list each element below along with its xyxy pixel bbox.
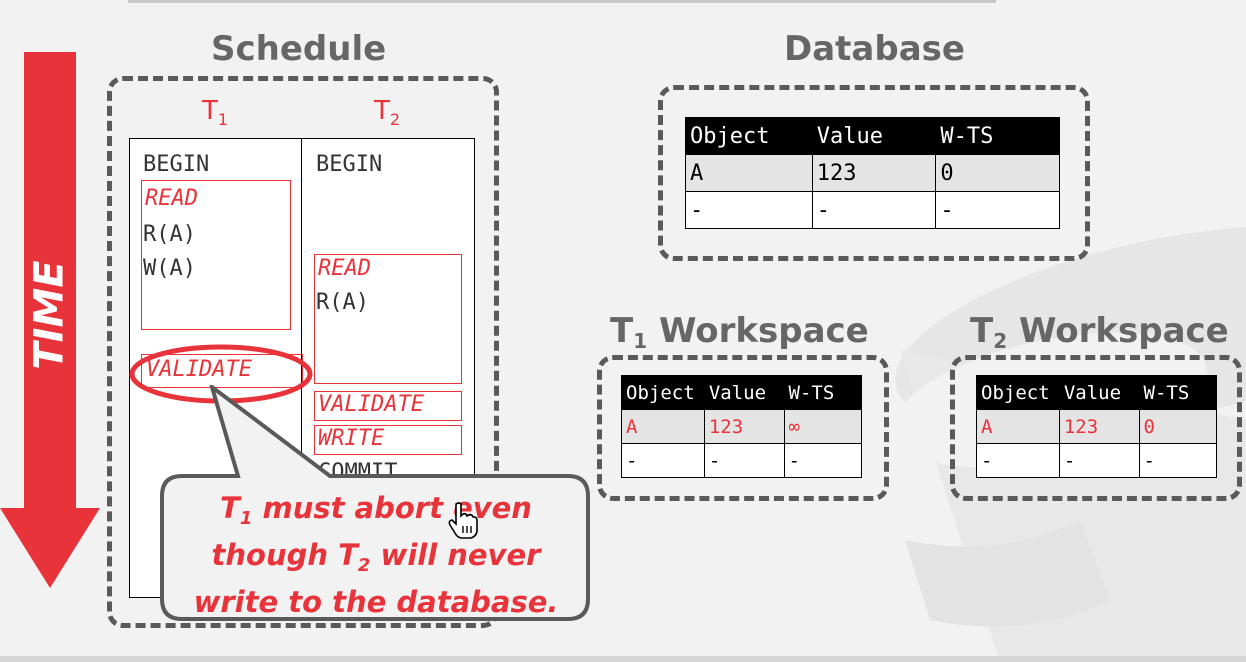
t2-validate-phase-label: VALIDATE (318, 392, 424, 417)
table-row: - - - (976, 443, 1218, 478)
t2-write-phase-label: WRITE (318, 426, 385, 451)
t1-validate-phase-label: VALIDATE (146, 357, 252, 382)
table-cell: 123 (811, 154, 937, 192)
t1-read-phase-box (141, 180, 291, 330)
table-header-row: Object Value W-TS (976, 375, 1218, 410)
column-header: Object (685, 117, 813, 155)
t1-workspace-table: Object Value W-TS A 123 ∞ - - - (621, 375, 863, 478)
t1-validate-phase-box (141, 354, 303, 388)
callout-line-1: T1 must abort even (220, 491, 532, 529)
footer-band (0, 656, 1246, 662)
time-arrow-icon (0, 52, 100, 588)
table-cell: - (1138, 443, 1218, 478)
callout-bubble (160, 385, 590, 621)
column-header: W-TS (935, 117, 1060, 155)
column-header: Object (621, 375, 705, 410)
table-cell: ∞ (783, 409, 863, 444)
t1-workspace-frame (597, 355, 889, 501)
t1-workspace-title: T1 Workspace (610, 311, 869, 353)
table-row: - - - (685, 191, 1060, 229)
column-header: Value (703, 375, 785, 410)
t1-read-phase-label: READ (145, 186, 198, 211)
t2-op-read-a: R(A) (316, 290, 369, 315)
column-header: Object (976, 375, 1060, 410)
database-title: Database (784, 29, 965, 69)
t2-read-phase-box (314, 254, 462, 384)
table-cell: - (1058, 443, 1140, 478)
table-row: A 123 ∞ (621, 409, 863, 444)
t1-op-write-a: W(A) (143, 256, 196, 281)
table-cell: A (976, 409, 1060, 444)
table-cell: 123 (1058, 409, 1140, 444)
column-header: W-TS (783, 375, 863, 410)
table-cell: 123 (703, 409, 785, 444)
top-divider (128, 0, 996, 3)
table-row: A 123 0 (976, 409, 1218, 444)
schedule-column-divider (301, 138, 302, 598)
table-row: - - - (621, 443, 863, 478)
table-cell: - (783, 443, 863, 478)
database-frame (658, 85, 1090, 261)
table-cell: - (703, 443, 785, 478)
table-cell: A (685, 154, 813, 192)
table-header-row: Object Value W-TS (685, 117, 1060, 155)
schedule-title: Schedule (211, 29, 387, 69)
table-row: A 123 0 (685, 154, 1060, 192)
callout-line-2: though T2 will never (211, 538, 541, 576)
hand-pointer-icon (448, 502, 478, 539)
column-header: Value (1058, 375, 1140, 410)
table-cell: - (976, 443, 1060, 478)
t2-begin: BEGIN (316, 152, 383, 177)
table-cell: - (811, 191, 937, 229)
schedule-frame (107, 76, 499, 628)
column-header: W-TS (1138, 375, 1218, 410)
callout-text: T1 must abort even though T2 will never … (166, 490, 586, 620)
t2-workspace-title: T2 Workspace (970, 311, 1229, 353)
t1-begin: BEGIN (143, 152, 210, 177)
table-cell: 0 (935, 154, 1060, 192)
table-cell: - (621, 443, 705, 478)
t2-write-phase-box (314, 425, 462, 455)
table-cell: A (621, 409, 705, 444)
database-table: Object Value W-TS A 123 0 - - - (685, 117, 1060, 229)
table-cell: - (935, 191, 1060, 229)
t2-header: T2 (374, 96, 401, 130)
callout-line-3: write to the database. (193, 585, 559, 619)
t1-header: T1 (202, 96, 229, 130)
t2-workspace-frame (950, 355, 1242, 501)
t1-op-read-a: R(A) (143, 222, 196, 247)
table-header-row: Object Value W-TS (621, 375, 863, 410)
column-header: Value (811, 117, 937, 155)
table-cell: 0 (1138, 409, 1218, 444)
t2-workspace-table: Object Value W-TS A 123 0 - - - (976, 375, 1218, 478)
table-cell: - (685, 191, 813, 229)
t2-read-phase-label: READ (318, 256, 371, 281)
time-label: TIME (26, 260, 73, 370)
t2-validate-phase-box (314, 391, 462, 421)
